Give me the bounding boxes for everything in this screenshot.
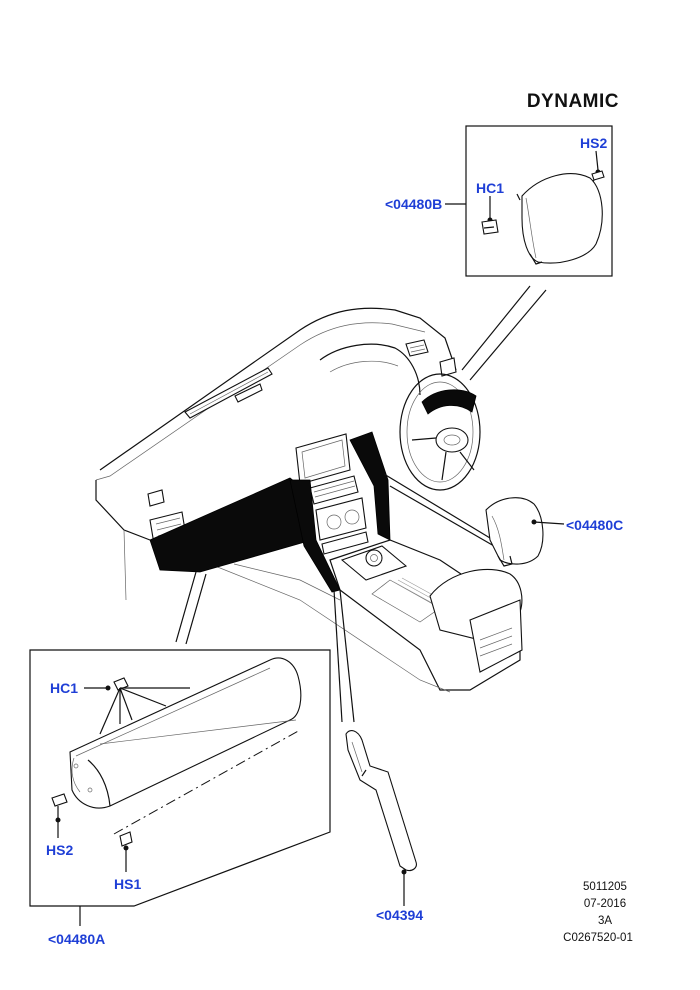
label-ref-04394: <04394 xyxy=(376,907,423,923)
part-04480c xyxy=(485,497,565,567)
meta-line-4: C0267520-01 xyxy=(563,932,633,944)
detail-box-top xyxy=(445,125,613,277)
label-hs2-bottom: HS2 xyxy=(46,842,73,858)
part-04394 xyxy=(345,730,417,906)
label-hc1-bottom: HC1 xyxy=(50,680,78,696)
meta-line-1: 5011205 xyxy=(583,881,627,893)
dashboard-illustration xyxy=(95,307,523,693)
label-ref-04480a: <04480A xyxy=(48,931,105,947)
detail-box-bottom xyxy=(29,649,331,926)
label-hc1-top: HC1 xyxy=(476,180,504,196)
diagram-title: DYNAMIC xyxy=(527,91,619,112)
meta-line-3: 3A xyxy=(598,915,612,927)
label-ref-04480c: <04480C xyxy=(566,517,623,533)
label-hs1-bottom: HS1 xyxy=(114,876,141,892)
label-ref-04480b: <04480B xyxy=(385,196,442,212)
meta-line-2: 07-2016 xyxy=(584,898,626,910)
label-hs2-top: HS2 xyxy=(580,135,607,151)
